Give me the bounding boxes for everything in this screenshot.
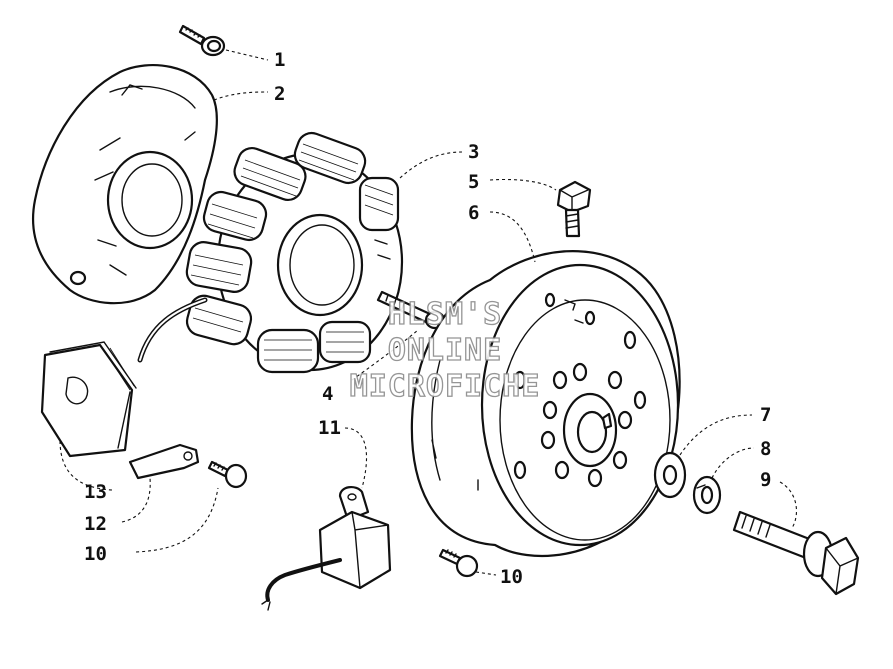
part-3-stator-coils — [185, 131, 404, 374]
callout-5: 5 — [468, 171, 479, 193]
leader-6 — [489, 211, 536, 263]
callout-11: 11 — [318, 417, 341, 439]
part-10-screw-right — [438, 548, 479, 578]
part-7-washer — [653, 451, 687, 499]
callout-10-right: 10 — [500, 566, 523, 588]
callout-10-left: 10 — [84, 543, 107, 565]
leader-1 — [225, 49, 269, 61]
watermark: HLSM'S ONLINE MICROFICHE — [349, 296, 541, 404]
callout-9: 9 — [760, 469, 771, 491]
leader-10-left — [135, 487, 219, 553]
callout-6: 6 — [468, 202, 479, 224]
coil-bottom-2 — [256, 328, 320, 374]
leader-8 — [711, 447, 755, 479]
flywheel-holes — [513, 292, 647, 488]
leader-7 — [679, 414, 753, 456]
coil-left-2 — [185, 241, 253, 293]
leader-10-right — [475, 571, 497, 576]
coil-top-1 — [233, 147, 307, 201]
callout-7: 7 — [760, 404, 771, 426]
callout-12: 12 — [84, 513, 107, 535]
callout-13: 13 — [84, 481, 107, 503]
leader-12 — [121, 477, 151, 523]
callout-labels: 1 2 3 4 5 6 7 8 9 10 10 11 12 13 — [84, 49, 771, 588]
leader-11 — [344, 427, 368, 489]
part-6-flywheel — [410, 250, 681, 558]
coil-bottom-1 — [185, 294, 253, 346]
leader-lines — [59, 49, 798, 576]
callout-4: 4 — [322, 383, 333, 405]
leader-2 — [213, 91, 269, 101]
part-13-plate — [40, 341, 137, 458]
part-9-flange-bolt — [732, 510, 860, 596]
leader-5 — [489, 178, 557, 191]
part-5-bolt — [556, 180, 592, 238]
part-11-pickup-coil — [261, 486, 392, 611]
part-8-lock-washer — [692, 475, 722, 515]
leader-3 — [399, 151, 463, 179]
coil-top-2 — [293, 131, 367, 185]
part-12-bracket — [128, 443, 200, 480]
callout-2: 2 — [274, 83, 285, 105]
coil-right — [358, 176, 400, 232]
watermark-line-1: HLSM'S — [388, 297, 502, 332]
callout-8: 8 — [760, 438, 771, 460]
part-1-bolt — [178, 24, 226, 57]
callout-1: 1 — [274, 49, 285, 71]
coil-bottom-3 — [318, 320, 372, 364]
leader-13 — [59, 439, 113, 491]
callout-3: 3 — [468, 141, 479, 163]
watermark-line-2: ONLINE — [388, 333, 502, 368]
part-2-stator-plate — [31, 64, 247, 305]
leader-9 — [779, 481, 798, 529]
watermark-line-3: MICROFICHE — [350, 369, 541, 404]
part-10-screw-left — [207, 460, 248, 489]
coil-left-1 — [202, 190, 268, 242]
